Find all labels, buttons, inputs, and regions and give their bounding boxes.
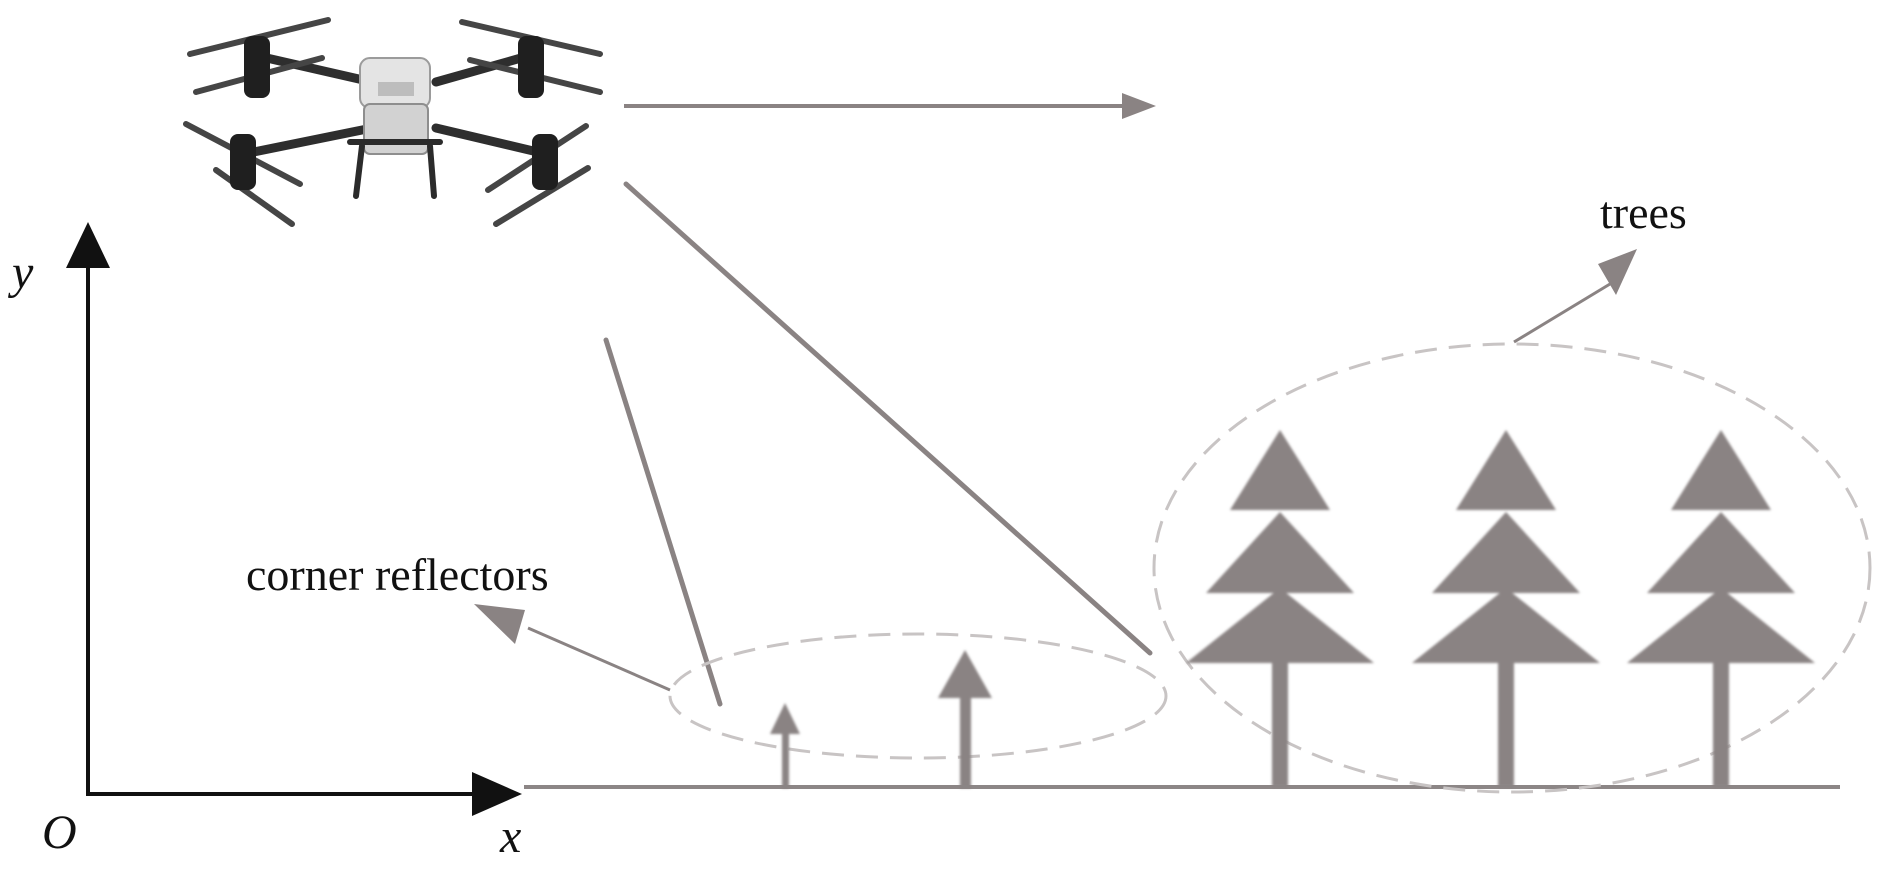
drone-icon bbox=[183, 17, 603, 227]
trees-callout-arrowhead bbox=[1598, 249, 1637, 295]
corner-reflectors-label: corner reflectors bbox=[246, 549, 549, 600]
x-axis-arrowhead bbox=[472, 772, 522, 816]
corner-reflector-icon bbox=[938, 650, 992, 788]
beam-near-edge bbox=[603, 337, 723, 707]
trees-callout-line bbox=[1513, 282, 1611, 344]
corner-reflectors-dashed-ellipse bbox=[668, 632, 1168, 760]
corner-reflector-icon bbox=[770, 703, 800, 788]
tree-icon bbox=[1186, 430, 1374, 787]
trees-dashed-ellipse bbox=[1152, 342, 1872, 794]
tree-icon bbox=[1627, 430, 1815, 787]
y-axis-label: y bbox=[7, 246, 34, 299]
tree-icon bbox=[1412, 430, 1600, 787]
beam-far-edge bbox=[623, 181, 1153, 656]
x-axis-label: x bbox=[499, 810, 521, 863]
radar-beam bbox=[603, 181, 1153, 707]
trees-label: trees bbox=[1600, 187, 1687, 238]
corner-reflectors-callout-arrowhead bbox=[474, 604, 525, 644]
flight-direction-arrow bbox=[624, 93, 1156, 119]
corner-reflectors-group: corner reflectors bbox=[246, 549, 1168, 788]
origin-label: O bbox=[42, 806, 77, 859]
y-axis-arrowhead bbox=[66, 222, 110, 268]
corner-reflectors-callout-line bbox=[527, 626, 671, 692]
trees-group: trees bbox=[1152, 187, 1872, 794]
coordinate-axes: y x O bbox=[7, 222, 522, 863]
